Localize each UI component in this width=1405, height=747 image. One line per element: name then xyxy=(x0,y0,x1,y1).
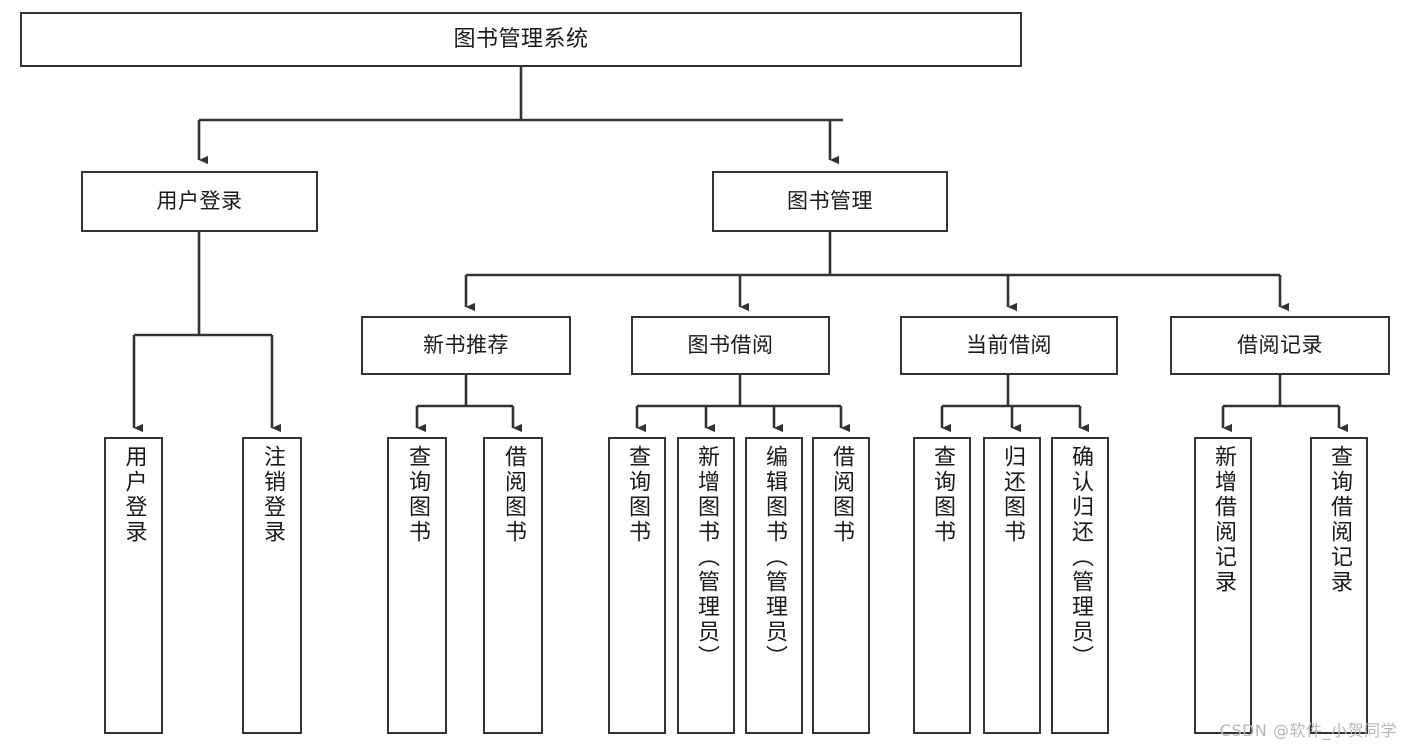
node-leaf-user-login-label: 用户登录 xyxy=(121,445,147,545)
node-leaf-edit-book-label: 编辑图书（管理员） xyxy=(762,445,787,670)
node-book-borrow[interactable]: 图书借阅 xyxy=(631,316,830,375)
node-leaf-add-book[interactable]: 新增图书（管理员） xyxy=(677,437,735,734)
node-leaf-add-record[interactable]: 新增借阅记录 xyxy=(1194,437,1252,734)
node-leaf-borrow-book-2-label: 借阅图书 xyxy=(829,445,854,545)
node-leaf-logout[interactable]: 注销登录 xyxy=(242,437,302,734)
node-user-login[interactable]: 用户登录 xyxy=(81,171,318,232)
node-leaf-query-book-3-label: 查询图书 xyxy=(930,445,955,545)
node-book-manage[interactable]: 图书管理 xyxy=(712,171,948,232)
node-root-label: 图书管理系统 xyxy=(453,26,589,52)
node-leaf-borrow-book-2[interactable]: 借阅图书 xyxy=(812,437,870,734)
node-borrow-record[interactable]: 借阅记录 xyxy=(1170,316,1390,375)
node-leaf-user-login[interactable]: 用户登录 xyxy=(104,437,163,734)
node-root[interactable]: 图书管理系统 xyxy=(20,12,1022,67)
node-leaf-add-record-label: 新增借阅记录 xyxy=(1211,445,1236,595)
node-leaf-confirm-return[interactable]: 确认归还（管理员） xyxy=(1051,437,1109,734)
node-leaf-borrow-book-1-label: 借阅图书 xyxy=(501,445,526,545)
node-leaf-return-book-label: 归还图书 xyxy=(1000,445,1025,545)
node-leaf-logout-label: 注销登录 xyxy=(260,445,285,545)
node-leaf-return-book[interactable]: 归还图书 xyxy=(983,437,1041,734)
node-new-book-recommend-label: 新书推荐 xyxy=(423,333,509,358)
node-leaf-add-book-label: 新增图书（管理员） xyxy=(694,445,719,670)
node-leaf-query-book-2[interactable]: 查询图书 xyxy=(608,437,666,734)
node-leaf-query-book-1[interactable]: 查询图书 xyxy=(387,437,447,734)
node-borrow-record-label: 借阅记录 xyxy=(1237,333,1323,358)
node-new-book-recommend[interactable]: 新书推荐 xyxy=(361,316,571,375)
node-current-borrow-label: 当前借阅 xyxy=(966,333,1052,358)
node-book-manage-label: 图书管理 xyxy=(787,189,873,214)
node-user-login-label: 用户登录 xyxy=(156,189,243,214)
node-leaf-query-book-1-label: 查询图书 xyxy=(405,445,430,545)
node-book-borrow-label: 图书借阅 xyxy=(687,333,774,358)
node-leaf-borrow-book-1[interactable]: 借阅图书 xyxy=(483,437,543,734)
node-leaf-query-book-3[interactable]: 查询图书 xyxy=(913,437,971,734)
node-leaf-query-record-label: 查询借阅记录 xyxy=(1327,445,1352,595)
node-leaf-confirm-return-label: 确认归还（管理员） xyxy=(1068,445,1093,670)
node-current-borrow[interactable]: 当前借阅 xyxy=(900,316,1118,375)
node-leaf-query-record[interactable]: 查询借阅记录 xyxy=(1310,437,1368,734)
node-leaf-edit-book[interactable]: 编辑图书（管理员） xyxy=(745,437,803,734)
node-leaf-query-book-2-label: 查询图书 xyxy=(625,445,650,545)
